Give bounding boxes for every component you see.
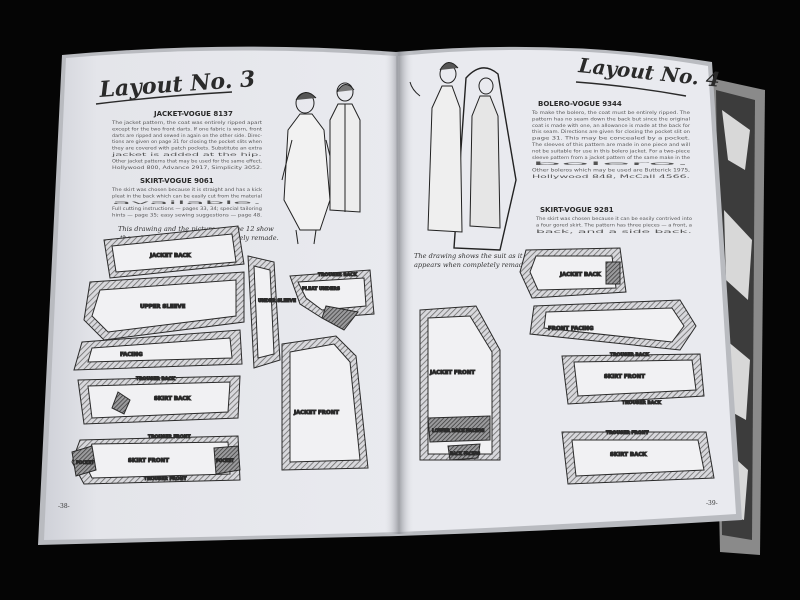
body-text-line: they are covered with patch pockets. Sub… — [112, 146, 262, 152]
piece-label: POCKET — [216, 458, 234, 463]
jacket-heading: JACKET-VOGUE 8137 — [153, 110, 233, 118]
piece-label: TROUSER BACK — [136, 376, 176, 382]
fashion-illustration-left — [281, 82, 361, 245]
piece-label: SKIRT BACK — [610, 452, 647, 458]
body-text-line: Other jacket patterns that may be used f… — [112, 158, 262, 164]
body-text-line: pleat in the back which can be easily cu… — [112, 193, 262, 199]
skirt-heading-left: SKIRT-VOGUE 9061 — [140, 177, 214, 185]
piece-label: JACKET FRONT — [293, 410, 339, 416]
piece-label: BACK FACING — [450, 451, 480, 456]
piece-label: PLEAT UNDERS — [302, 286, 340, 292]
skirt-heading-right: SKIRT-VOGUE 9281 — [540, 206, 614, 214]
body-text-line: The skirt was chosen because it can be e… — [535, 216, 693, 222]
piece-label: FRONT FACING — [548, 326, 594, 332]
right-caption-line-1: The drawing shows the suit as it — [414, 252, 523, 260]
body-text-line: back, and a side back. — [536, 229, 692, 235]
piece-label: FACING — [466, 428, 485, 434]
body-text-line: available. — [112, 200, 262, 206]
jacket-body-text: The jacket pattern, the coat was entirel… — [109, 120, 262, 171]
left-pattern-pieces: JACKET BACK UPPER SLEEVE FACING UNDER SL… — [71, 225, 375, 485]
body-text-line: a four gored skirt. The pattern has thre… — [536, 222, 692, 228]
body-text-line: Hollywood 800, Advance 2917, Simplicity … — [112, 165, 262, 171]
piece-label: POCKET — [76, 460, 94, 465]
body-text-line: Full cutting instructions — pages 33, 34… — [112, 206, 262, 212]
left-caption-line-1: This drawing and the picture on page 12 … — [118, 225, 274, 233]
left-page-number: -38- — [58, 503, 70, 510]
piece-label: TROUSER BACK — [622, 400, 662, 406]
body-text-line: coat is made with one, an allowance is m… — [532, 123, 690, 129]
body-text-line: The jacket pattern, the coat was entirel… — [111, 120, 263, 126]
body-text-line: sleeve pattern from a jacket pattern of … — [532, 155, 690, 161]
skirt-body-text-left: The skirt was chosen because it is strai… — [111, 187, 263, 219]
body-text-line: The sleeves of this pattern are made in … — [531, 142, 690, 148]
right-caption-line-2: appears when completely remade. — [414, 261, 529, 269]
body-text-line: except for the two front darts. If one f… — [112, 126, 262, 132]
right-page-number: -39- — [706, 500, 718, 507]
piece-label: TROUSER FRONT — [144, 476, 187, 482]
piece-label: JACKET BACK — [559, 272, 602, 278]
body-text-line: pattern has no seam down the back but si… — [532, 116, 690, 122]
body-text-line: not be suitable for use in this bolero j… — [532, 148, 690, 154]
piece-label: TROUSER BACK — [610, 352, 650, 358]
piece-label: SKIRT FRONT — [128, 458, 169, 464]
skirt-body-text-right: The skirt was chosen because it can be e… — [535, 216, 693, 235]
fashion-illustration-right — [409, 62, 517, 251]
piece-label: JACKET FRONT — [429, 370, 475, 376]
body-text-line: bolero. — [532, 161, 690, 167]
body-text-line: darts are ripped and sewed in again on t… — [112, 133, 262, 139]
piece-label: TROUSER BACK — [318, 272, 358, 278]
piece-label: UNDER SLEEVE — [258, 298, 296, 304]
body-text-line: Other boleros which may be used are Butt… — [532, 168, 690, 174]
right-pattern-pieces: JACKET BACK FRONT FACING TROUSER BACK SK… — [419, 247, 715, 485]
piece-label: FACING — [120, 352, 143, 358]
right-caption: The drawing shows the suit as it appears… — [414, 252, 529, 269]
body-text-line: tions are given on page 31 for closing t… — [112, 139, 262, 145]
piece-label: SKIRT BACK — [154, 396, 191, 402]
body-text-line: hints — page 35; easy sewing suggestions… — [112, 213, 262, 219]
piece-label: JACKET BACK — [149, 253, 192, 259]
piece-label: LOWER BACK — [432, 428, 466, 434]
body-text-line: The skirt was chosen because it is strai… — [111, 187, 263, 193]
bolero-heading: BOLERO-VOGUE 9344 — [538, 100, 622, 108]
body-text-line: this seam. Directions are given for clos… — [532, 129, 690, 135]
body-text-line: To make the bolero, the coat must be ent… — [531, 110, 691, 116]
body-text-line: page 31. This may be concealed by a pock… — [532, 136, 690, 142]
body-text-line: Hollywood 848, McCall 4566. — [532, 174, 690, 180]
piece-label: TROUSER FRONT — [148, 434, 191, 440]
body-text-line: jacket is added at the hip. — [109, 152, 262, 158]
piece-label: TROUSER FRONT — [606, 430, 649, 436]
piece-label: UPPER SLEEVE — [140, 304, 186, 310]
bolero-body-text: To make the bolero, the coat must be ent… — [531, 110, 691, 180]
piece-label: SKIRT FRONT — [604, 374, 645, 380]
